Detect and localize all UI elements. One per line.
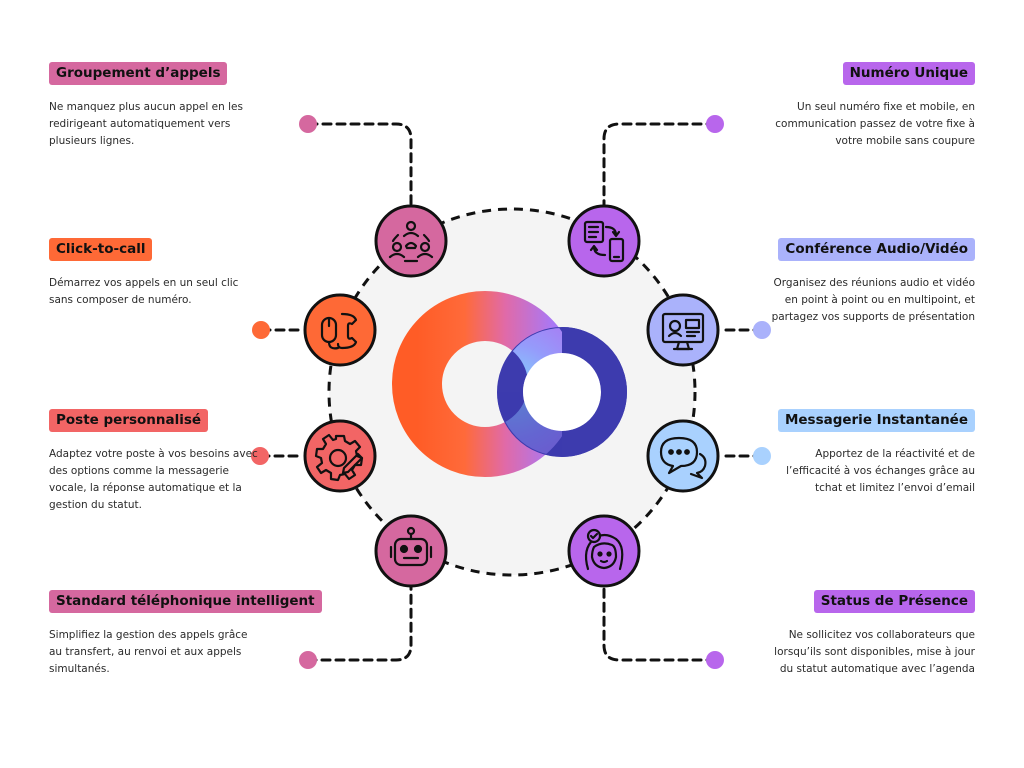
- chat-bubbles-icon: [659, 436, 707, 480]
- feature-description: Simplifiez la gestion des appels grâce a…: [49, 629, 248, 675]
- feature-audio-video-conference: Conférence Audio/Vidéo Organisez des réu…: [745, 238, 975, 326]
- feature-presence-status: Status de Présence Ne sollicitez vos col…: [745, 590, 975, 678]
- endpoint-dot: [706, 651, 724, 669]
- endpoint-dot: [753, 447, 771, 465]
- feature-description: Ne sollicitez vos collaborateurs que lor…: [774, 629, 975, 675]
- node-click-to-call[interactable]: [303, 293, 377, 367]
- feature-description: Adaptez votre poste à vos besoins avec d…: [49, 448, 258, 511]
- node-single-number[interactable]: [567, 204, 641, 278]
- phone-mouse-icon: [320, 312, 358, 350]
- feature-title: Groupement d’appels: [49, 62, 228, 85]
- feature-single-number: Numéro Unique Un seul numéro fixe et mob…: [745, 62, 975, 150]
- node-group-call[interactable]: [374, 204, 448, 278]
- feature-description: Un seul numéro fixe et mobile, en commun…: [775, 101, 975, 147]
- endpoint-dots: [251, 115, 771, 669]
- feature-instant-messaging: Messagerie Instantanée Apportez de la ré…: [745, 409, 975, 497]
- logo-indigo-arc: [561, 327, 627, 393]
- feature-title: Status de Présence: [813, 590, 975, 613]
- feature-custom-extension: Poste personnalisé Adaptez votre poste à…: [49, 409, 279, 514]
- person-status-icon: [584, 528, 624, 571]
- feature-title: Click-to-call: [49, 238, 153, 261]
- feature-description: Démarrez vos appels en un seul clic sans…: [49, 277, 239, 306]
- center-logo: [392, 291, 627, 477]
- feature-title: Standard téléphonique intelligent: [49, 590, 322, 613]
- feature-description: Apportez de la réactivité et de l’effica…: [786, 448, 975, 494]
- logo-indigo-arc: [561, 391, 627, 457]
- devices-transfer-icon: [583, 220, 625, 263]
- endpoint-dot: [299, 651, 317, 669]
- endpoint-dot: [706, 115, 724, 133]
- feature-title: Numéro Unique: [842, 62, 975, 85]
- endpoint-dot: [299, 115, 317, 133]
- node-presence-status[interactable]: [567, 514, 641, 588]
- gear-pencil-icon: [314, 433, 364, 482]
- connector-line: [307, 122, 413, 207]
- feature-group-call: Groupement d’appels Ne manquez plus aucu…: [49, 62, 279, 150]
- feature-description: Organisez des réunions audio et vidéo en…: [771, 277, 975, 323]
- endpoint-dot: [753, 321, 771, 339]
- feature-click-to-call: Click-to-call Démarrez vos appels en un …: [49, 238, 279, 309]
- feature-description: Ne manquez plus aucun appel en les redir…: [49, 101, 243, 147]
- endpoint-dot: [251, 447, 269, 465]
- node-instant-messaging[interactable]: [646, 419, 720, 493]
- node-custom-extension[interactable]: [303, 419, 377, 493]
- connector-line: [602, 582, 717, 662]
- connector-line: [306, 582, 413, 662]
- connector-line: [602, 122, 717, 207]
- feature-title: Conférence Audio/Vidéo: [778, 238, 975, 261]
- robot-icon: [389, 526, 433, 567]
- logo-indigo-arc: [497, 391, 563, 457]
- endpoint-dot: [252, 321, 270, 339]
- feature-smart-switchboard: Standard téléphonique intelligent Simpli…: [49, 590, 349, 678]
- group-call-icon: [388, 220, 434, 263]
- node-audio-video-conference[interactable]: [646, 293, 720, 367]
- feature-title: Messagerie Instantanée: [777, 409, 975, 432]
- video-conference-icon: [661, 312, 705, 351]
- node-smart-switchboard[interactable]: [374, 514, 448, 588]
- feature-title: Poste personnalisé: [49, 409, 209, 432]
